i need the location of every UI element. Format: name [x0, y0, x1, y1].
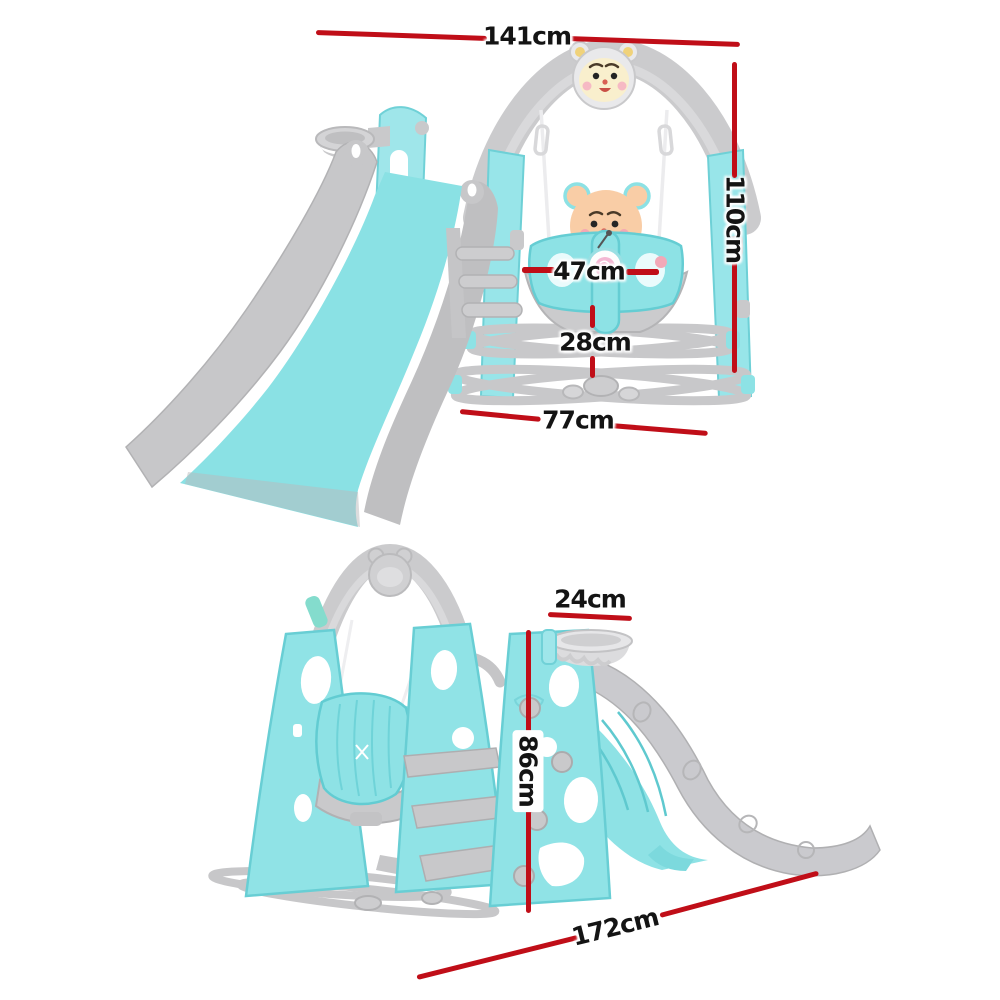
- steps-rear: [403, 747, 515, 882]
- slide-front: [125, 140, 498, 527]
- panel-knob: [551, 751, 573, 773]
- dim-line-28-top: [590, 305, 595, 328]
- dim-label-110: 110cm: [720, 174, 750, 264]
- rear-view-illustration: [208, 543, 881, 919]
- dim-line-47-left: [522, 267, 555, 273]
- post-bracket: [729, 236, 743, 256]
- ladder-rung: [455, 246, 515, 261]
- bear-silhouette-topper: [367, 547, 413, 597]
- dim-label-24: 24cm: [554, 584, 627, 614]
- post-bracket: [510, 230, 524, 250]
- dim-label-28: 28cm: [559, 327, 632, 357]
- swing-seat-rear: [314, 692, 427, 826]
- slide-right-rail: [364, 181, 498, 525]
- dim-line-47-right: [626, 269, 659, 275]
- slide-rail-rear: [579, 659, 881, 877]
- bear-face-topper: [569, 41, 639, 110]
- carabiner-hook: [657, 124, 674, 156]
- slide-left-rail: [125, 141, 378, 489]
- slide-surface: [180, 172, 462, 527]
- swing-arch-rear: [305, 543, 472, 660]
- ladder-rung: [458, 274, 518, 289]
- dim-line-28-bottom: [590, 356, 595, 378]
- ladder-rung: [461, 302, 523, 318]
- swing-seat-front: [523, 182, 689, 335]
- foot-cap: [741, 375, 755, 394]
- dim-line-110-top: [732, 62, 737, 178]
- seat-shell: [315, 692, 412, 806]
- dim-label-86: 86cm: [512, 730, 544, 812]
- dim-label-77: 77cm: [542, 405, 615, 435]
- dim-label-141: 141cm: [482, 21, 572, 51]
- arch-sleeve: [305, 595, 328, 628]
- ladder-front: [446, 228, 523, 338]
- right-panel-rear: [488, 628, 633, 908]
- front-view-illustration: [125, 38, 761, 527]
- panel-knob: [513, 865, 535, 887]
- dim-label-47: 47cm: [553, 256, 626, 286]
- swing-ropes: [533, 109, 674, 257]
- basketball-hoop-rear: [541, 629, 633, 667]
- dim-line-110-bottom: [732, 262, 737, 373]
- carabiner-hook: [533, 124, 550, 156]
- slide-rear: [560, 659, 881, 877]
- post-bracket: [736, 300, 750, 318]
